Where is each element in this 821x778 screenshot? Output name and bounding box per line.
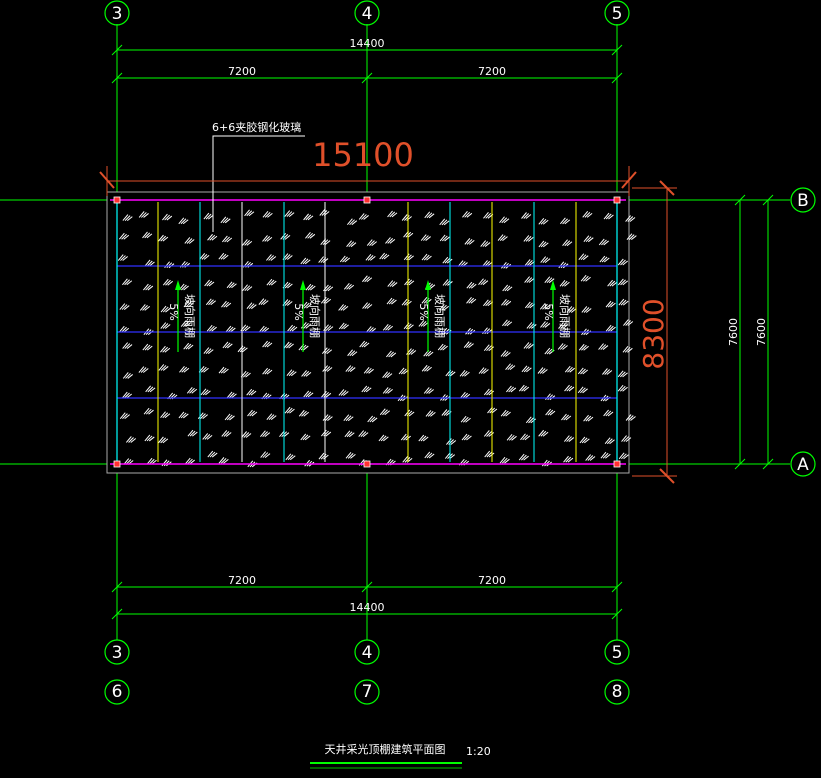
glass-note: 6+6夹胶钢化玻璃	[212, 120, 305, 232]
right-dimensions: 7600 7600	[727, 194, 774, 470]
axis-top-3: 3	[112, 4, 123, 24]
dim-total-top: 14400	[350, 37, 385, 50]
column-nodes	[113, 196, 621, 468]
axis-bottom-3: 3	[112, 643, 123, 663]
glass-hatch	[117, 209, 637, 468]
dim-overall-depth: 8300	[637, 298, 670, 369]
dim-right-outer: 7600	[755, 318, 768, 346]
axis-bubbles-bottom: 3 4 5 6 7 8	[104, 639, 630, 705]
axis-bubbles-top: 3 4 5	[104, 0, 630, 26]
axis-top-4: 4	[362, 4, 373, 24]
axis-bubbles-right: B A	[790, 187, 816, 477]
axis-right-B: B	[797, 191, 809, 211]
axis-bottom-4: 4	[362, 643, 373, 663]
dim-right-inner: 7600	[727, 318, 740, 346]
axis-alt-8: 8	[612, 682, 623, 702]
slope-value-4: 5%	[542, 303, 555, 320]
slope-value-3: 5%	[417, 303, 430, 320]
bottom-dimensions: 7200 7200 14400	[111, 574, 623, 620]
dim-bay-bottom-left: 7200	[228, 574, 256, 587]
slope-arrow-2: 5% 坡向雨棚	[292, 280, 322, 352]
axis-top-5: 5	[612, 4, 623, 24]
slope-arrow-4: 5% 坡向雨棚	[542, 280, 572, 352]
slope-arrow-1: 5% 坡向雨棚	[167, 280, 197, 352]
dim-overall-width: 15100	[312, 136, 414, 174]
slope-text-4: 坡向雨棚	[558, 294, 572, 338]
slope-text-3: 坡向雨棚	[433, 294, 447, 338]
top-dimensions: 14400 7200 7200	[111, 37, 623, 84]
dim-total-bottom: 14400	[350, 601, 385, 614]
axis-alt-7: 7	[362, 682, 373, 702]
dim-bay-bottom-right: 7200	[478, 574, 506, 587]
axis-bottom-5: 5	[612, 643, 623, 663]
title-text: 天井采光顶棚建筑平面图	[325, 742, 446, 756]
slope-value-1: 5%	[167, 303, 180, 320]
scale-text: 1:20	[466, 745, 491, 758]
slope-text-2: 坡向雨棚	[308, 294, 322, 338]
glass-note-text: 6+6夹胶钢化玻璃	[212, 120, 301, 134]
dim-bay-top-right: 7200	[478, 65, 506, 78]
drawing-title: 天井采光顶棚建筑平面图 1:20	[310, 742, 491, 769]
overall-dimensions: 15100 8300	[99, 136, 677, 484]
skylight-panel: 5% 坡向雨棚 5% 坡向雨棚 5% 坡向雨棚 5% 坡向雨棚	[106, 191, 637, 474]
axis-right-A: A	[797, 455, 809, 475]
dim-bay-top-left: 7200	[228, 65, 256, 78]
mullions	[116, 202, 618, 462]
slope-value-2: 5%	[292, 303, 305, 320]
slope-text-1: 坡向雨棚	[183, 294, 197, 338]
axis-alt-6: 6	[112, 682, 123, 702]
slope-arrow-3: 5% 坡向雨棚	[417, 280, 447, 352]
